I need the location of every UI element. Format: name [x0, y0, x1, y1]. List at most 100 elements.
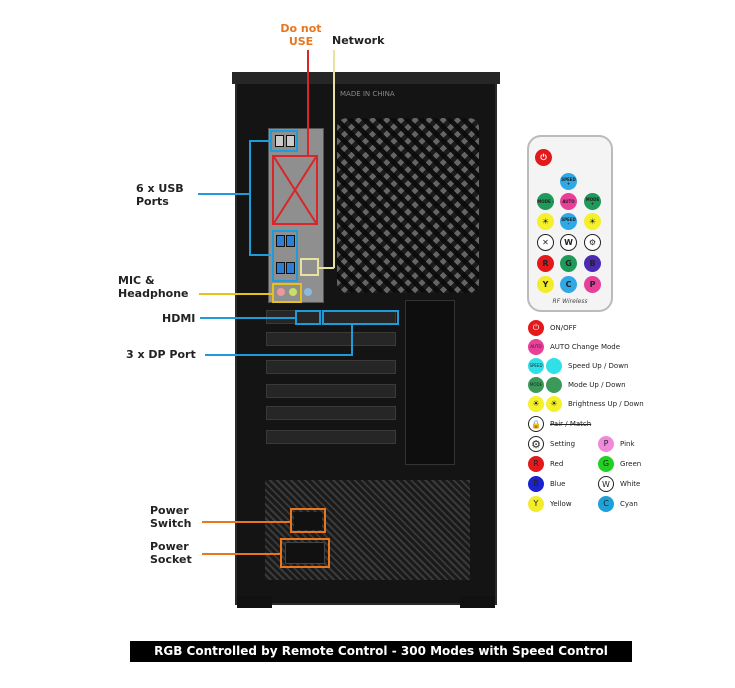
speed-down-button: SPEED -: [560, 213, 577, 230]
hdmi-line: [200, 317, 295, 319]
white-button: W: [560, 234, 577, 251]
speed-up-button: SPEED +: [560, 173, 577, 190]
setting-button: ⚙: [584, 234, 601, 251]
brightness-up-button: ☀: [584, 213, 601, 230]
cyan-button: C: [560, 276, 577, 293]
case-top-lip: [232, 72, 500, 84]
usb-port: [286, 262, 295, 274]
usb-label: 6 x USB Ports: [136, 182, 184, 208]
dp-line: [205, 354, 353, 356]
fan-grill-overlay: [337, 118, 479, 293]
usb-port: [286, 235, 295, 247]
case-foot: [237, 596, 272, 608]
dp-box: [322, 310, 399, 325]
mode-down-button: MODE -: [537, 193, 554, 210]
green-button: G: [560, 255, 577, 272]
gear-icon: ⚙: [528, 436, 544, 452]
usb-port: [276, 235, 285, 247]
usb-box: [270, 130, 298, 152]
do-not-use-label: Do not USE: [280, 22, 322, 48]
speed-icon: SPEED: [528, 358, 544, 374]
mode-icon: MODE: [528, 377, 544, 393]
hdmi-box: [295, 310, 321, 325]
mic-jack: [277, 288, 285, 296]
brightness-down-button: ☀: [537, 213, 554, 230]
power-switch: [294, 512, 322, 530]
case-foot: [460, 596, 495, 608]
network-line: [333, 50, 335, 268]
pink-icon: P: [598, 436, 614, 452]
network-box: [300, 258, 319, 276]
headphone-jack: [289, 288, 297, 296]
pink-button: P: [584, 276, 601, 293]
power-switch-label: Power Switch: [150, 504, 192, 530]
speed-icon: [546, 358, 562, 374]
legend-item: ☀☀Brightness Up / Down: [528, 396, 644, 412]
mode-up-button: MODE +: [584, 193, 601, 210]
expansion-slot: [266, 406, 396, 420]
rf-wireless-label: RF Wireless: [552, 298, 588, 305]
power-switch-box: [290, 508, 326, 533]
pair-button: ✕: [537, 234, 554, 251]
blue-icon: B: [528, 476, 544, 492]
usb-bracket: [249, 140, 271, 142]
lock-icon: 🔒: [528, 416, 544, 432]
line-in-jack: [304, 288, 312, 296]
auto-button: AUTO: [560, 193, 577, 210]
banner: RGB Controlled by Remote Control - 300 M…: [130, 641, 632, 662]
mic-line: [199, 293, 272, 295]
auto-icon: AUTO: [528, 339, 544, 355]
network-line: [318, 267, 334, 269]
power-socket-box: [280, 538, 330, 568]
power-icon: ⏻: [528, 320, 544, 336]
made-in-label: MADE IN CHINA: [340, 90, 395, 98]
mode-icon: [546, 377, 562, 393]
usb-port: [276, 262, 285, 274]
rf-remote: ⏻ SPEED + MODE - AUTO MODE + ☀ SPEED - ☀…: [527, 135, 613, 312]
usb-bracket: [249, 140, 251, 256]
dp-line: [351, 325, 353, 356]
usb-port: [286, 135, 295, 147]
legend-item: ⏻ON/OFF: [528, 320, 577, 336]
do-not-use-line: [307, 50, 309, 155]
yellow-icon: Y: [528, 496, 544, 512]
expansion-slot: [266, 360, 396, 374]
power-switch-line: [202, 521, 290, 523]
red-button: R: [537, 255, 554, 272]
power-socket: [285, 542, 325, 564]
white-icon: W: [598, 476, 614, 492]
power-socket-line: [202, 553, 280, 555]
usb-bracket: [249, 254, 271, 256]
blue-button: B: [584, 255, 601, 272]
green-icon: G: [598, 456, 614, 472]
cross-icon: [274, 157, 316, 223]
vertical-gpu-bracket: [405, 300, 455, 465]
mic-label: MIC & Headphone: [118, 274, 189, 300]
brightness-icon: ☀: [546, 396, 562, 412]
cyan-icon: C: [598, 496, 614, 512]
brightness-icon: ☀: [528, 396, 544, 412]
expansion-slot: [266, 430, 396, 444]
yellow-button: Y: [537, 276, 554, 293]
power-button: ⏻: [535, 149, 552, 166]
hdmi-label: HDMI: [162, 312, 196, 325]
mic-box: [272, 283, 302, 303]
legend-item: 🔒Pair / Match: [528, 416, 591, 432]
power-socket-label: Power Socket: [150, 540, 192, 566]
legend-item: ⚙Setting: [528, 436, 575, 452]
dp-label: 3 x DP Port: [126, 348, 196, 361]
expansion-slot: [266, 332, 396, 346]
network-label: Network: [332, 34, 385, 47]
expansion-slot: [266, 384, 396, 398]
usb-line: [198, 193, 250, 195]
